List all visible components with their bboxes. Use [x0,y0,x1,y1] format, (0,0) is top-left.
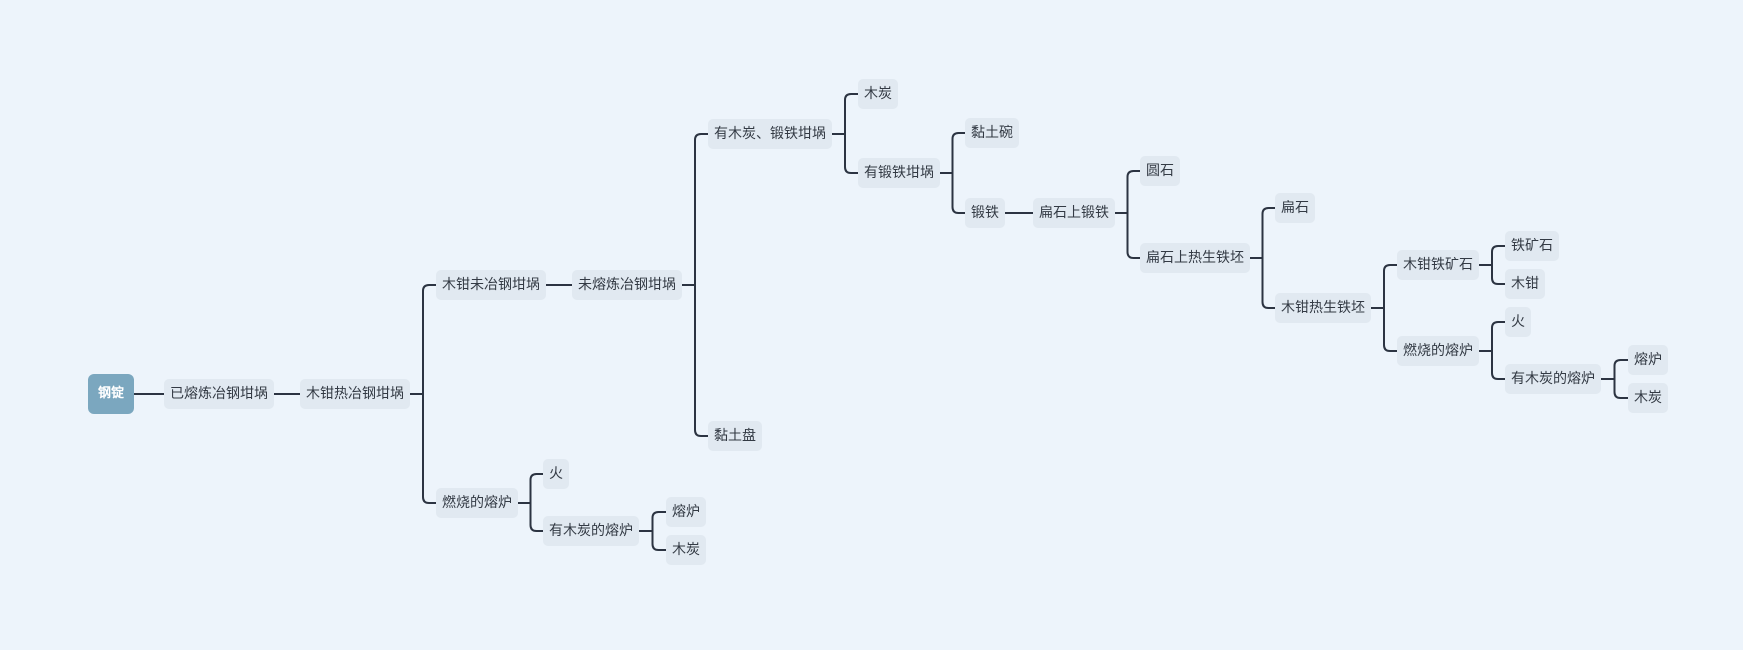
connector-n10-n11 [1115,170,1140,214]
node-n10[interactable]: 扁石上锻铁 [1033,198,1115,228]
node-n28[interactable]: 木炭 [666,535,706,565]
node-n8[interactable]: 黏土碗 [965,118,1019,148]
node-n7[interactable]: 有锻铁坩埚 [858,158,940,188]
connector-n7-n9 [940,172,965,214]
node-n2[interactable]: 木钳热冶钢坩埚 [300,379,410,409]
connector-n7-n8 [940,132,965,174]
node-n1[interactable]: 已熔炼冶钢坩埚 [164,379,274,409]
node-n21[interactable]: 熔炉 [1628,345,1668,375]
node-n20[interactable]: 有木炭的熔炉 [1505,364,1601,394]
connector-n2-n24 [410,393,436,504]
connector-n15-n16 [1479,245,1505,266]
node-n24[interactable]: 燃烧的熔炉 [436,488,518,518]
connector-n5-n6 [832,93,858,135]
node-n12[interactable]: 扁石上热生铁坯 [1140,243,1250,273]
connector-n15-n17 [1479,264,1505,285]
node-n15[interactable]: 木钳铁矿石 [1397,250,1479,280]
connector-n24-n25 [518,473,543,504]
node-n14[interactable]: 木钳热生铁坯 [1275,293,1371,323]
connector-n12-n14 [1250,257,1275,309]
connector-n24-n26 [518,502,543,532]
connector-n10-n12 [1115,212,1140,259]
connector-n18-n19 [1479,321,1505,352]
connector-n20-n21 [1601,359,1628,380]
connector-n18-n20 [1479,350,1505,380]
node-n17[interactable]: 木钳 [1505,269,1545,299]
node-n9[interactable]: 锻铁 [965,198,1005,228]
node-n3[interactable]: 木钳未冶钢坩埚 [436,270,546,300]
node-n11[interactable]: 圆石 [1140,156,1180,186]
node-n16[interactable]: 铁矿石 [1505,231,1559,261]
connector-n2-n3 [410,284,436,395]
node-n5[interactable]: 有木炭、锻铁坩埚 [708,119,832,149]
connector-n12-n13 [1250,207,1275,259]
node-n23[interactable]: 黏土盘 [708,421,762,451]
node-n18[interactable]: 燃烧的熔炉 [1397,336,1479,366]
node-n19[interactable]: 火 [1505,307,1531,337]
node-n25[interactable]: 火 [543,459,569,489]
connector-n4-n23 [682,284,708,437]
node-n26[interactable]: 有木炭的熔炉 [543,516,639,546]
node-n13[interactable]: 扁石 [1275,193,1315,223]
node-n4[interactable]: 未熔炼冶钢坩埚 [572,270,682,300]
root-node[interactable]: 钢锭 [88,374,135,414]
connector-n4-n5 [682,133,708,286]
node-n27[interactable]: 熔炉 [666,497,706,527]
node-n22[interactable]: 木炭 [1628,383,1668,413]
connector-n14-n18 [1371,307,1397,352]
connector-n26-n28 [639,530,666,551]
connector-n26-n27 [639,511,666,532]
connector-n14-n15 [1371,264,1397,309]
connector-n5-n7 [832,133,858,174]
connector-n20-n22 [1601,378,1628,399]
node-n6[interactable]: 木炭 [858,79,898,109]
